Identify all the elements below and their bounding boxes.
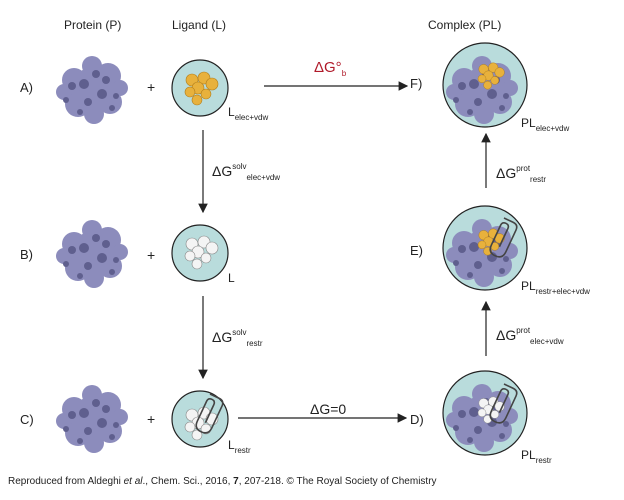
edge-label-b-to-c: ΔGsolvrestr <box>212 328 263 348</box>
plus-c: + <box>147 411 156 427</box>
edge-label-c-to-d: ΔG=0 <box>310 401 347 417</box>
protein-b <box>56 220 128 288</box>
label-e: E) <box>410 243 423 258</box>
protein-c <box>56 385 128 453</box>
edge-label-e-to-f: ΔGprotrestr <box>496 164 547 184</box>
symbol-pl-d: PLrestr <box>521 448 552 465</box>
plus-b: + <box>147 247 156 263</box>
label-b: B) <box>20 247 33 262</box>
symbol-l-a: Lelec+vdw <box>228 105 269 122</box>
symbol-l-c: Lrestr <box>228 438 251 455</box>
header-ligand: Ligand (L) <box>172 18 227 32</box>
symbol-l-b: L <box>228 271 235 285</box>
label-c: C) <box>20 412 34 427</box>
symbol-pl-e: PLrestr+elec+vdw <box>521 279 590 296</box>
edge-label-a-to-b: ΔGsolvelec+vdw <box>212 162 281 182</box>
protein-a <box>56 56 128 124</box>
citation-footer: Reproduced from Aldeghi et al., Chem. Sc… <box>8 476 437 487</box>
label-d: D) <box>410 412 424 427</box>
edge-label-a-to-f: ΔG°b <box>314 59 347 78</box>
label-a: A) <box>20 80 33 95</box>
label-f: F) <box>410 76 423 91</box>
header-complex: Complex (PL) <box>428 18 502 32</box>
symbol-pl-f: PLelec+vdw <box>521 116 570 133</box>
header-protein: Protein (P) <box>64 18 122 32</box>
plus-a: + <box>147 79 156 95</box>
edge-label-d-to-e: ΔGprotelec+vdw <box>496 326 564 346</box>
